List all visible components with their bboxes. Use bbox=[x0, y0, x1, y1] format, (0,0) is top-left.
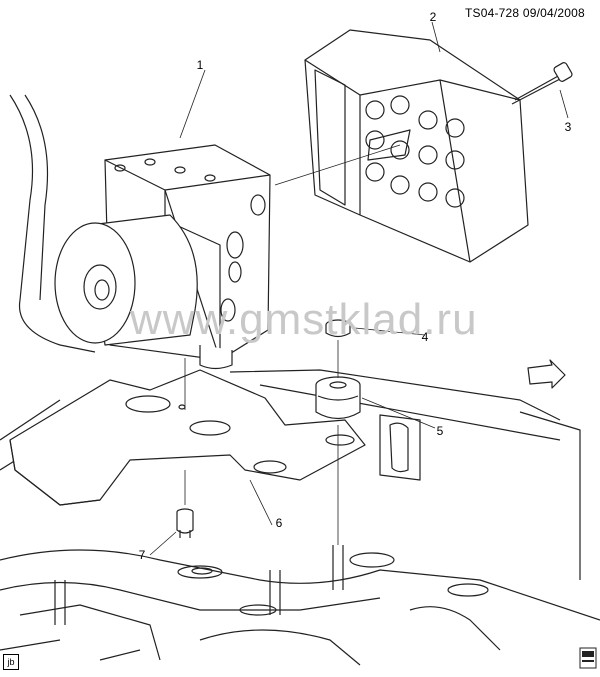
part-3-bolt bbox=[511, 62, 573, 105]
callout-1: 1 bbox=[196, 58, 204, 72]
callout-5: 5 bbox=[436, 424, 444, 438]
leader-lines bbox=[149, 21, 569, 556]
book-icon bbox=[579, 647, 597, 669]
callout-2: 2 bbox=[429, 10, 437, 24]
module-solenoid-ports bbox=[365, 95, 465, 208]
mounting-studs bbox=[54, 545, 344, 625]
callout-4: 4 bbox=[421, 330, 429, 344]
callout-6: 6 bbox=[275, 516, 283, 530]
callout-7: 7 bbox=[138, 548, 146, 562]
illustration-badge: jb bbox=[3, 654, 19, 670]
watermark: www.gmstklad.ru bbox=[130, 295, 478, 344]
callout-3: 3 bbox=[564, 120, 572, 134]
part-7-screw bbox=[176, 508, 194, 538]
part-2-control-module bbox=[304, 29, 529, 263]
drawing-code: TS04-728 09/04/2008 bbox=[465, 6, 585, 20]
part-6-bracket bbox=[9, 369, 366, 506]
vehicle-body-outline bbox=[0, 94, 600, 666]
part-5-bushing bbox=[315, 376, 361, 420]
front-arrow-icon bbox=[527, 359, 566, 389]
part-1-abs-modulator bbox=[54, 144, 271, 370]
part-4-insulator bbox=[325, 319, 351, 338]
